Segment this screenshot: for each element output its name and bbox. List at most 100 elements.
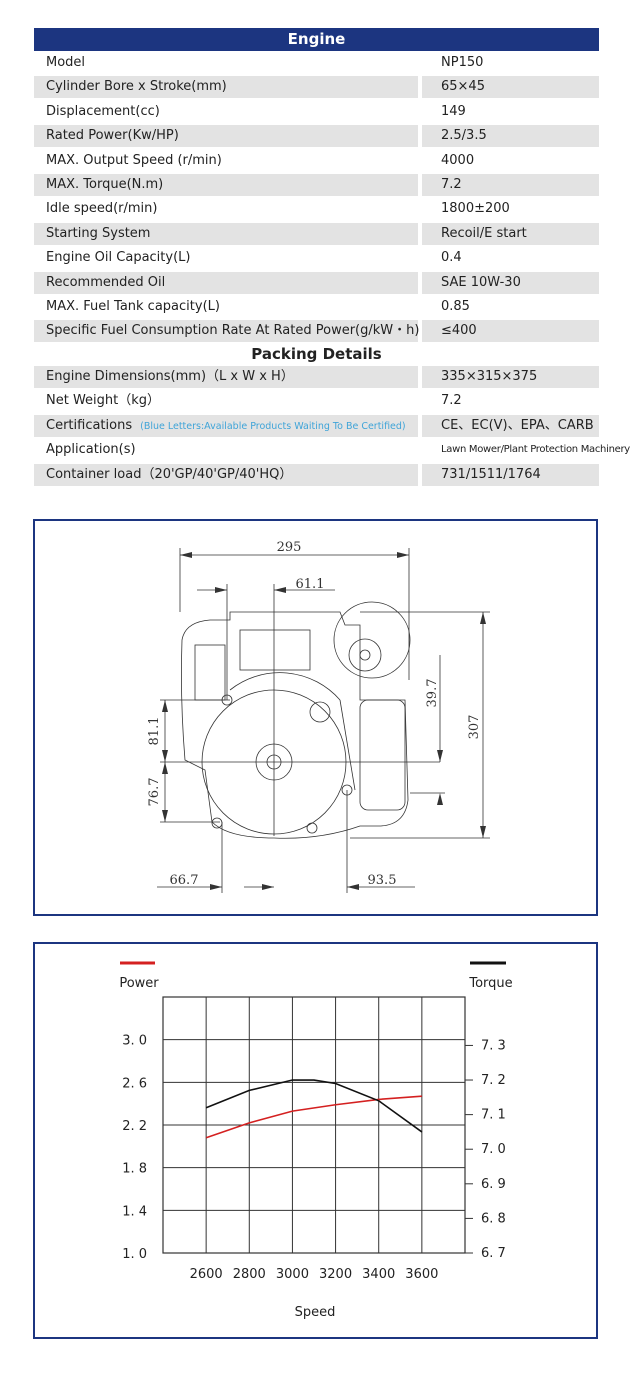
spec-label-text: Application(s) (46, 442, 136, 458)
spec-label-text: MAX. Fuel Tank capacity(L) (46, 299, 220, 314)
table-row: Engine Oil Capacity(L)0.4 (34, 247, 599, 269)
table-row: Certifications (Blue Letters:Available Pr… (34, 414, 599, 437)
spec-label-text: Certifications (46, 417, 133, 433)
spec-label-text: Displacement(cc) (46, 103, 160, 119)
spec-label: Starting System (34, 222, 418, 245)
table-row: MAX. Fuel Tank capacity(L) 0.85 (34, 296, 599, 318)
spec-label-text: Engine Dimensions(mm)（L x W x H） (46, 369, 294, 384)
dim-offset-top: 61.1 (296, 577, 325, 592)
spec-value: 4000 (441, 152, 475, 168)
spec-label: Recommended Oil (34, 271, 418, 294)
x-tick-label: 3200 (319, 1267, 352, 1282)
series-line-power (205, 1095, 422, 1139)
spec-label-text: Specific Fuel Consumption Rate At Rated … (46, 323, 420, 339)
spec-label: Model (34, 52, 418, 74)
spec-label-text: Net Weight（kg） (46, 393, 161, 409)
x-tick-label: 2800 (233, 1267, 266, 1282)
spec-label: Net Weight（kg） (34, 390, 418, 412)
spec-value: 7.2 (441, 393, 462, 409)
right-tick-label: 7. 3 (481, 1038, 506, 1053)
left-tick-label: 2. 6 (122, 1076, 147, 1091)
x-axis-label: Speed (295, 1305, 336, 1320)
spec-value: 149 (441, 103, 466, 119)
spec-label-text: Recommended Oil (46, 274, 166, 290)
spec-label: Certifications (Blue Letters:Available Pr… (34, 414, 418, 437)
left-tick-label: 1. 0 (122, 1247, 147, 1262)
legend-power-label: Power (119, 976, 159, 991)
table-row: MAX. Output Speed (r/min) 4000 (34, 150, 599, 172)
spec-label-text: Container load（20'GP/40'GP/40'HQ） (46, 466, 293, 482)
spec-label: Displacement(cc) (34, 101, 418, 123)
x-tick-label: 3000 (276, 1267, 309, 1282)
left-tick-label: 1. 8 (122, 1162, 147, 1177)
table-row: Idle speed(r/min) 1800±200 (34, 198, 599, 220)
packing-section-header: Packing Details (251, 345, 382, 363)
engine-drawing-svg: 295 61.1 307 39.7 81.1 76.7 66.7 93.5 (147, 540, 490, 893)
right-tick-label: 6. 8 (481, 1211, 506, 1226)
right-tick-label: 6. 7 (481, 1246, 506, 1261)
table-row: Starting System Recoil/E start (34, 222, 599, 245)
legend-torque-label: Torque (468, 976, 512, 991)
dim-left-lower: 76.7 (147, 778, 162, 807)
spec-label-text: Idle speed(r/min) (46, 201, 158, 217)
spec-value: 65×45 (422, 76, 599, 99)
spec-label: MAX. Output Speed (r/min) (34, 150, 418, 172)
table-row: Rated Power(Kw/HP) 2.5/3.5 (34, 125, 599, 148)
table-row: Cylinder Bore x Stroke(mm) 65×45 (34, 76, 599, 99)
spec-label: Rated Power(Kw/HP) (34, 125, 418, 148)
dim-bottom-left: 66.7 (170, 873, 199, 888)
engine-section-header: Engine (34, 28, 599, 51)
table-row: MAX. Torque(N.m) 7.2 (34, 174, 599, 196)
engine-dimension-drawing: 295 61.1 307 39.7 81.1 76.7 66.7 93.5 (33, 519, 598, 916)
right-tick-label: 7. 2 (481, 1073, 506, 1088)
table-row: Container load（20'GP/40'GP/40'HQ）731/151… (34, 463, 599, 486)
spec-label: Idle speed(r/min) (34, 198, 418, 220)
spec-value: Recoil/E start (422, 222, 599, 245)
left-tick-label: 2. 2 (122, 1119, 147, 1134)
spec-label-text: Cylinder Bore x Stroke(mm) (46, 79, 227, 95)
spec-label-text: Rated Power(Kw/HP) (46, 128, 179, 144)
spec-label: Engine Oil Capacity(L) (34, 247, 418, 269)
table-row: Net Weight（kg） 7.2 (34, 390, 599, 412)
spec-label: Specific Fuel Consumption Rate At Rated … (34, 320, 420, 343)
spec-label-text: Starting System (46, 225, 151, 241)
spec-label-text: MAX. Output Speed (r/min) (46, 152, 222, 168)
table-row: Specific Fuel Consumption Rate At Rated … (34, 320, 599, 343)
certification-note: (Blue Letters:Available Products Waiting… (140, 420, 406, 432)
dim-overall-width: 295 (277, 540, 302, 555)
spec-value: 1800±200 (441, 201, 510, 217)
spec-label: MAX. Fuel Tank capacity(L) (34, 296, 418, 318)
table-row: Engine Dimensions(mm)（L x W x H） 335×315×… (34, 366, 599, 388)
spec-value: 0.85 (441, 299, 470, 314)
x-tick-label: 3600 (405, 1267, 438, 1282)
dim-overall-height: 307 (467, 715, 482, 740)
spec-value: SAE 10W-30 (422, 271, 599, 294)
x-tick-label: 2600 (190, 1267, 223, 1282)
dim-bottom-right: 93.5 (368, 873, 397, 888)
right-tick-label: 7. 0 (481, 1142, 506, 1157)
spec-label: Engine Dimensions(mm)（L x W x H） (34, 366, 418, 388)
spec-label: Application(s) (34, 439, 418, 461)
spec-value: CE、EC(Ⅴ)、EPA、CARB (422, 414, 599, 437)
series-line-torque (205, 1079, 423, 1133)
dim-right-height: 39.7 (425, 679, 440, 708)
left-tick-label: 1. 4 (122, 1204, 147, 1219)
spec-label-text: Engine Oil Capacity(L) (46, 250, 191, 266)
spec-label-text: MAX. Torque(N.m) (46, 177, 164, 192)
right-tick-label: 6. 9 (481, 1177, 506, 1192)
spec-value: 335×315×375 (422, 366, 599, 388)
spec-value: Lawn Mower/Plant Protection Machinery (441, 444, 630, 456)
spec-value: 2.5/3.5 (422, 125, 599, 148)
left-tick-label: 3. 0 (122, 1034, 147, 1049)
spec-value: ≤400 (422, 320, 599, 343)
right-tick-label: 7. 1 (481, 1108, 506, 1123)
table-row: Displacement(cc) 149 (34, 101, 599, 123)
spec-label-text: Model (46, 55, 86, 70)
table-row: Recommended Oil SAE 10W-30 (34, 271, 599, 294)
table-row: Application(s) Lawn Mower/Plant Protectio… (34, 439, 630, 461)
spec-label: Cylinder Bore x Stroke(mm) (34, 76, 418, 99)
spec-value: 7.2 (422, 174, 599, 196)
